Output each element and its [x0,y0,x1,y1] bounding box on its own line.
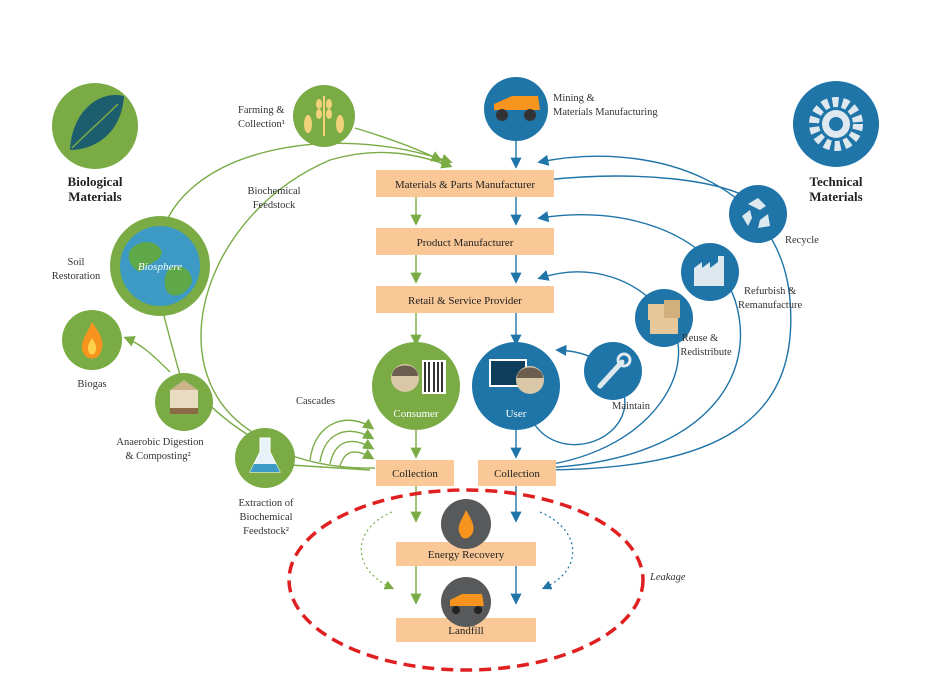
anaerobic-digestion-soil-icon [155,373,213,431]
extraction-label-1: Extraction of [238,498,294,509]
biological-title-1: Biological [68,174,123,189]
leakage-label: Leakage [649,572,686,583]
user-computer-icon [472,342,560,430]
biological-materials-icon [52,83,138,169]
biogas-flame-icon [62,310,122,370]
tech-collection-label: Collection [494,468,540,480]
biochemical-feedstock-label-2: Feedstock [253,200,296,211]
mining-label-2: Materials Manufacturing [553,107,658,118]
retail-label: Retail & Service Provider [408,295,522,307]
technical-title-2: Materials [809,189,862,204]
biogas-label: Biogas [77,379,106,390]
farming-wheat-fish-icon [293,85,355,147]
leakage-highlight-ring [287,488,645,672]
maintain-wrench-icon [584,342,642,400]
box-parts-manufacturer: Materials & Parts Manufacturer [376,170,554,197]
recycle-label: Recycle [785,235,819,246]
maintain-label: Maintain [612,401,651,412]
technical-title-1: Technical [810,174,863,189]
farming-label-2: Collection¹ [238,119,285,130]
reuse-label-1: Reuse & [682,333,718,344]
extraction-label-3: Feedstock² [243,526,289,537]
consumer-icon [372,342,460,430]
box-retail: Retail & Service Provider [376,286,554,313]
reuse-label-2: Redistribute [680,347,732,358]
energy-recovery-label: Energy Recovery [428,549,505,561]
leakage-flows [360,511,574,590]
extraction-label-2: Biochemical [239,512,292,523]
refurbish-label-1: Refurbish & [744,286,796,297]
technical-materials-gear-icon [793,81,879,167]
refurbish-factory-icon [681,243,739,301]
anaerobic-label-1: Anaerobic Digestion [116,437,204,448]
recycle-icon [729,185,787,243]
refurbish-label-2: Remanufacture [738,300,802,311]
farming-label-1: Farming & [238,105,284,116]
box-bio-collection: Collection [376,460,454,486]
mining-truck-icon [484,77,548,141]
reuse-boxes-icon [635,289,693,347]
user-label: User [506,408,527,420]
product-manufacturer-label: Product Manufacturer [417,237,514,249]
biological-title-2: Materials [68,189,121,204]
biochemical-feedstock-label-1: Biochemical [247,186,300,197]
biosphere-label: Biosphere [138,261,182,273]
consumer-label: Consumer [393,408,439,420]
biosphere-globe-icon [110,216,210,316]
anaerobic-label-2: & Composting² [125,451,190,462]
box-tech-collection: Collection [478,460,556,486]
soil-restoration-label-2: Restoration [52,271,101,282]
extraction-flask-icon [235,428,295,488]
cascades-label: Cascades [296,396,335,407]
bio-collection-label: Collection [392,468,438,480]
biological-flows [123,127,453,605]
soil-restoration-label-1: Soil [68,257,85,268]
landfill-label: Landfill [448,625,483,637]
box-product-manufacturer: Product Manufacturer [376,228,554,255]
parts-manufacturer-label: Materials & Parts Manufacturer [395,179,536,191]
landfill-truck-icon [441,577,491,627]
energy-recovery-flame-icon [441,499,491,549]
mining-label-1: Mining & [553,93,595,104]
